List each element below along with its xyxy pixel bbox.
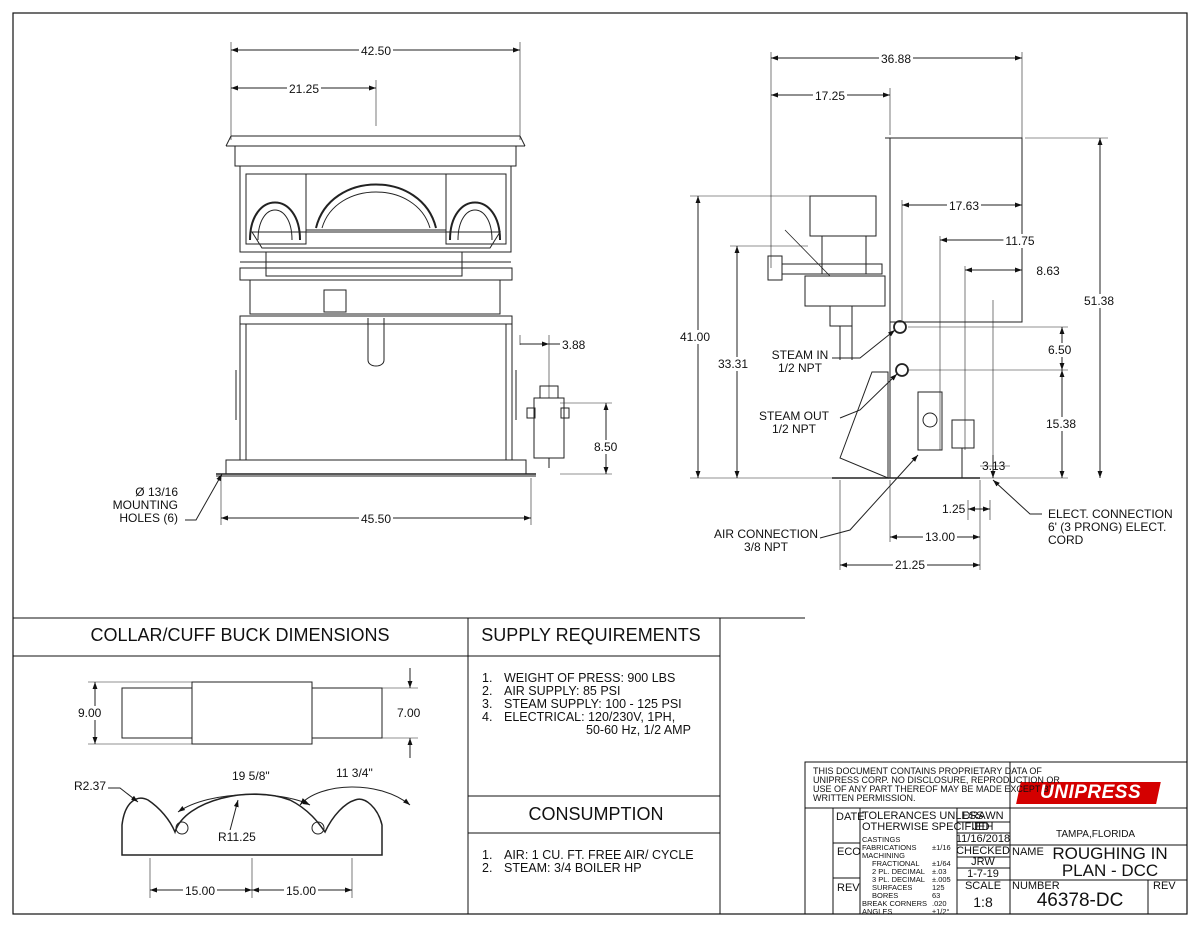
dim-regulator-offset: 3.88 — [562, 338, 586, 352]
checked-label: CHECKED — [956, 845, 1010, 857]
tol-row: MACHINING — [862, 851, 905, 860]
dim-19-5-8: 19 5/8" — [232, 769, 270, 783]
mounting-holes-label: Ø 13/16 MOUNTING HOLES (6) — [112, 485, 178, 525]
drawn-label: DRAWN — [962, 810, 1004, 822]
dim-half-width: 21.25 — [286, 82, 322, 96]
supply-title: SUPPLY REQUIREMENTS — [481, 625, 701, 645]
dim-15-00-right: 15.00 — [283, 884, 319, 898]
proprietary-notice: THIS DOCUMENT CONTAINS PROPRIETARY DATA … — [813, 766, 1060, 803]
dim-1-25: 1.25 — [942, 502, 966, 516]
dim-11-75: 11.75 — [1003, 234, 1037, 248]
dim-overall-width: 42.50 — [358, 44, 394, 58]
drawn-date: 11/16/2018 — [955, 833, 1011, 845]
list-item: 2.STEAM: 3/4 BOILER HP — [482, 861, 642, 875]
rev-label-right: REV — [1153, 880, 1176, 892]
dim-15-38: 15.38 — [1046, 417, 1077, 431]
list-item: 3.STEAM SUPPLY: 100 - 125 PSI — [482, 697, 682, 711]
dim-height-33-31: 33.31 — [718, 357, 749, 371]
list-item: 4.ELECTRICAL: 120/230V, 1PH, — [482, 710, 676, 724]
title-block — [804, 761, 1188, 915]
collar-cuff-title: COLLAR/CUFF BUCK DIMENSIONS — [90, 625, 390, 645]
checked-date: 1-7-19 — [967, 868, 999, 880]
tol-row: FABRICATIONS±1/16 — [862, 843, 951, 852]
tol-row: 2 PL. DECIMAL±.03 — [872, 867, 947, 876]
list-item-cont: 50-60 Hz, 1/2 AMP — [586, 723, 691, 737]
supply-list: 1.WEIGHT OF PRESS: 900 LBS 2.AIR SUPPLY:… — [482, 672, 691, 737]
scale-label: SCALE — [964, 880, 1002, 892]
dim-total-height: 51.38 — [1084, 294, 1115, 308]
drawn-by: JEH — [972, 821, 994, 833]
steam-out-label: STEAM OUT 1/2 NPT — [758, 409, 830, 436]
tolerance-table: CASTINGS FABRICATIONS±1/16 MACHINING FRA… — [862, 836, 954, 916]
tol-row: ANGLES±1/2° — [862, 907, 950, 916]
dim-r11-25: R11.25 — [218, 830, 256, 844]
steam-in-label: STEAM IN 1/2 NPT — [771, 348, 829, 375]
tol-row: 3 PL. DECIMAL±.005 — [872, 875, 951, 884]
tol-row: CASTINGS — [862, 835, 901, 844]
dim-height-41: 41.00 — [680, 330, 711, 344]
number-label: NUMBER — [1012, 880, 1060, 892]
dim-r2-37: R2.37 — [74, 779, 107, 793]
dim-13-00: 13.00 — [922, 530, 958, 544]
side-view — [690, 52, 1108, 570]
dim-11-3-4: 11 3/4" — [336, 766, 373, 780]
dim-base-width: 45.50 — [358, 512, 394, 526]
tolerances-label: TOLERANCES UNLESS OTHERWISE SPECIFIED — [862, 810, 990, 833]
list-item: 2.AIR SUPPLY: 85 PSI — [482, 684, 621, 698]
dim-8-63: 8.63 — [1034, 264, 1062, 278]
dim-3-13: 3.13 — [982, 459, 1006, 473]
checked-by: JRW — [971, 856, 995, 868]
date-label: DATE — [836, 811, 865, 823]
dim-17-63: 17.63 — [946, 199, 982, 213]
dim-9-00: 9.00 — [78, 706, 102, 720]
consumption-title: CONSUMPTION — [528, 804, 664, 824]
dim-7-00: 7.00 — [397, 706, 421, 720]
list-item: 1.AIR: 1 CU. FT. FREE AIR/ CYCLE — [482, 848, 694, 862]
tol-row: BREAK CORNERS.020 — [862, 899, 947, 908]
scale-value: 1:8 — [973, 894, 993, 910]
eco-label: ECO — [837, 846, 861, 858]
name-label: NAME — [1012, 846, 1044, 858]
list-item: 1.WEIGHT OF PRESS: 900 LBS — [482, 671, 676, 685]
collar-cuff-detail — [88, 668, 418, 898]
drawing-name: ROUGHING IN PLAN - DCC — [1052, 844, 1168, 880]
drawing-number: 46378-DC — [1036, 890, 1124, 911]
dim-overall-depth: 36.88 — [878, 52, 914, 66]
air-connection-label: AIR CONNECTION 3/8 NPT — [713, 527, 819, 554]
tol-row: FRACTIONAL±1/64 — [872, 859, 951, 868]
dim-to-center: 17.25 — [812, 89, 848, 103]
dim-6-50: 6.50 — [1048, 343, 1072, 357]
front-view — [185, 42, 612, 525]
dim-15-00-left: 15.00 — [182, 884, 218, 898]
unipress-logo: UNIPRESS — [1040, 782, 1142, 803]
dim-21-25: 21.25 — [892, 558, 928, 572]
dim-regulator-height: 8.50 — [594, 440, 618, 454]
rev-label: REV — [837, 882, 860, 894]
location: TAMPA,FLORIDA — [1056, 829, 1136, 840]
consumption-list: 1.AIR: 1 CU. FT. FREE AIR/ CYCLE 2.STEAM… — [482, 849, 694, 875]
elect-connection-label: ELECT. CONNECTION 6' (3 PRONG) ELECT. CO… — [1048, 507, 1173, 547]
